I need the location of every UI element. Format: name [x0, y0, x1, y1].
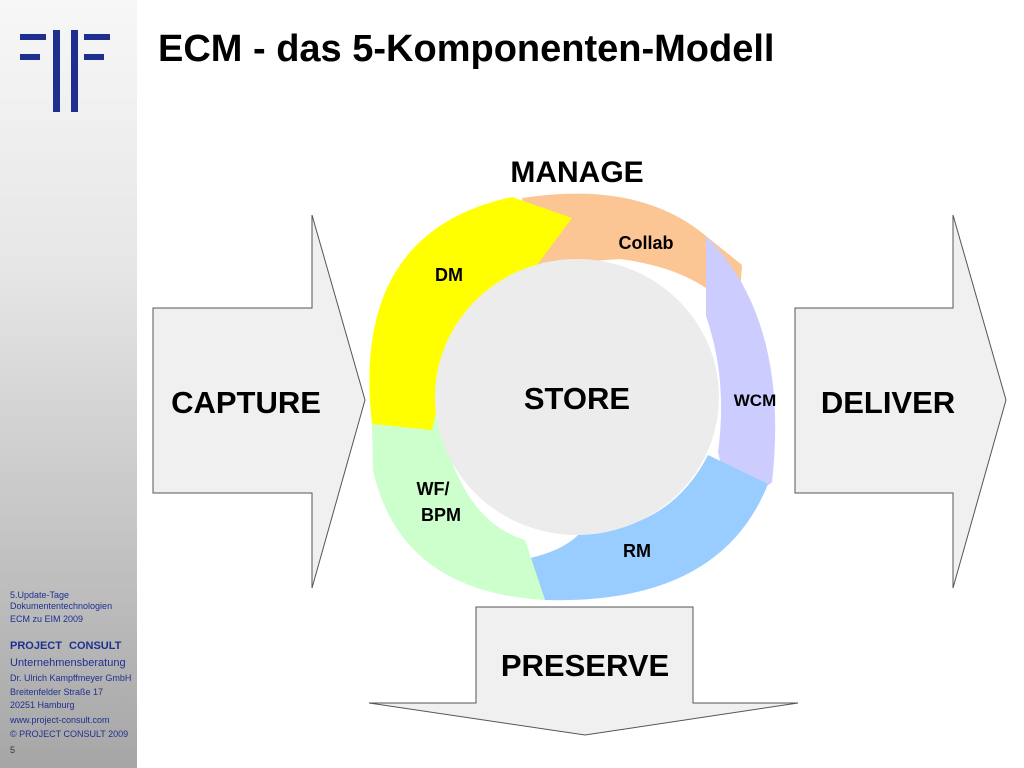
manage-label: MANAGE [510, 156, 643, 189]
project-consult-logo-icon [20, 30, 110, 112]
collab-label: Collab [618, 233, 673, 253]
capture-arrow [152, 214, 366, 589]
deliver-arrow [794, 214, 1007, 589]
sidebar: 5.Update-Tage Dokumententechnologien ECM… [0, 0, 137, 768]
company-street: Breitenfelder Straße 17 [10, 687, 104, 697]
wcm-label: WCM [734, 391, 776, 410]
wf-label-line2: BPM [421, 505, 461, 525]
collab-segment [522, 193, 742, 320]
rm-segment [508, 455, 768, 601]
copyright: © PROJECT CONSULT 2009 [10, 729, 129, 739]
wf-segment [372, 375, 545, 600]
page-number: 5 [10, 745, 16, 755]
preserve-arrow [368, 606, 799, 736]
store-label: STORE [524, 381, 630, 416]
wcm-segment [706, 236, 776, 505]
company-name: PROJECT CONSULT [10, 640, 122, 652]
preserve-label: PRESERVE [501, 648, 669, 683]
deliver-label: DELIVER [821, 385, 955, 420]
company-tagline: Unternehmensberatung [10, 657, 126, 669]
company-website: www.project-consult.com [10, 715, 110, 725]
company-firm: Dr. Ulrich Kampffmeyer GmbH [10, 673, 132, 683]
event-topic: ECM zu EIM 2009 [10, 614, 84, 624]
event-title: 5.Update-Tage [10, 590, 70, 600]
event-subtitle: Dokumententechnologien [10, 601, 113, 611]
dm-label: DM [435, 265, 463, 285]
wf-label-line1: WF/ [417, 479, 450, 499]
capture-label: CAPTURE [171, 385, 321, 420]
store-circle [435, 259, 719, 535]
company-city: 20251 Hamburg [10, 700, 75, 710]
rm-label: RM [623, 541, 651, 561]
page-title: ECM - das 5-Komponenten-Modell [158, 28, 775, 70]
